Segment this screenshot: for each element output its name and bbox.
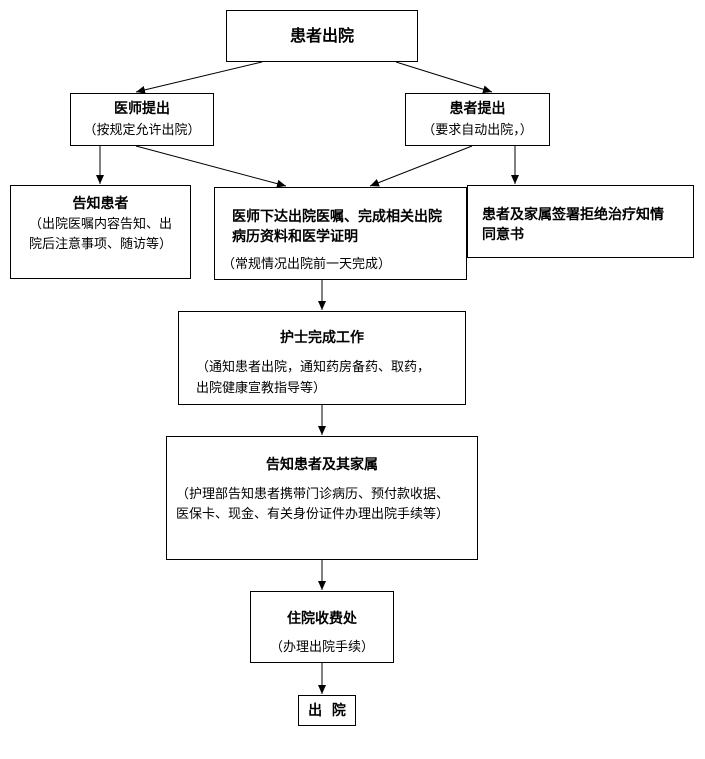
node-discharge-title: 患者出院 [289, 26, 354, 45]
node-doctor-note: （按规定允许出院） [83, 123, 201, 138]
node-refuse-line2: 同意书 [482, 227, 524, 243]
node-exit [298, 695, 356, 726]
arrow-patient-to-orders [369, 145, 473, 187]
node-nurse-line2: 出院健康宣教指导等） [196, 381, 327, 396]
node-orders-line1: 医师下达出院医嘱、完成相关出院 [232, 209, 442, 225]
node-family-line1: （护理部告知患者携带门诊病历、预付款收据、 [176, 487, 450, 502]
node-doctor-title: 医师提出 [114, 101, 170, 117]
node-cashier [250, 591, 394, 663]
node-discharge [226, 10, 418, 62]
node-doctor [70, 93, 214, 146]
node-nurse-work [178, 311, 466, 405]
node-family-line2: 医保卡、现金、有关身份证件办理出院手续等） [176, 507, 450, 522]
node-inform-title: 告知患者 [72, 196, 129, 212]
node-inform-patient [10, 185, 191, 279]
node-patient-note: （要求自动出院，） [422, 123, 533, 138]
node-nurse-title: 护士完成工作 [280, 330, 364, 346]
node-cashier-note: （办理出院手续） [269, 640, 374, 655]
node-family-title: 告知患者及其家属 [266, 457, 378, 473]
node-patient-title: 患者提出 [449, 101, 506, 117]
node-orders-line2: 病历资料和医学证明 [232, 229, 358, 245]
node-refuse-consent [467, 185, 694, 258]
node-discharge-orders [214, 187, 467, 280]
node-inform-line2: 院后注意事项、随访等） [28, 237, 172, 252]
arrow-doctor-to-orders [135, 145, 287, 188]
node-inform-line1: （出院医嘱内容告知、出 [28, 217, 172, 232]
node-inform-family [166, 436, 478, 560]
node-orders-note: （常规情况出院前一天完成） [222, 257, 392, 272]
node-patient [405, 93, 550, 146]
node-exit-title: 出 院 [308, 703, 346, 719]
node-refuse-line1: 患者及家属签署拒绝治疗知情 [482, 207, 664, 223]
arrow-discharge-to-doctor [135, 61, 263, 94]
node-nurse-line1: （通知患者出院，通知药房备药、取药， [196, 360, 431, 375]
node-cashier-title: 住院收费处 [287, 611, 357, 627]
arrow-discharge-to-patient [395, 61, 493, 94]
